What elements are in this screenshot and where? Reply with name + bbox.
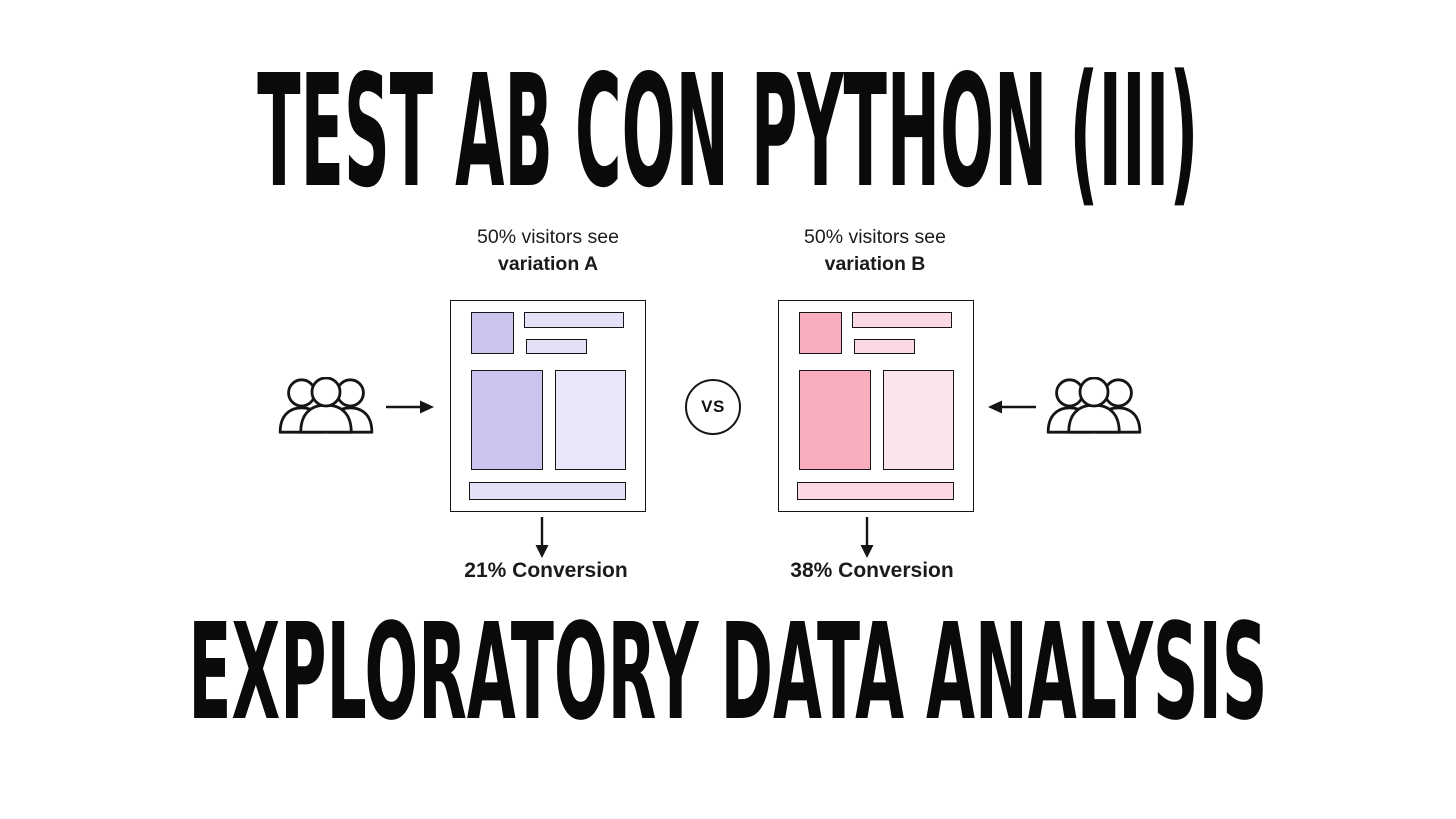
top-title-band: TEST AB CON PYTHON (III): [0, 54, 1456, 209]
arrow-right-icon: [386, 400, 434, 414]
variant-b-caption-line2: variation B: [824, 253, 926, 275]
variant-b-caption-line1: 50% visitors see: [804, 226, 946, 248]
mockup-a-logo-tile: [471, 312, 514, 354]
variant-a-caption-line1: 50% visitors see: [477, 226, 619, 248]
bottom-title: EXPLORATORY DATA ANALYSIS: [188, 596, 1268, 750]
people-group-icon: [1046, 377, 1142, 434]
mockup-a-header-bar: [524, 312, 624, 328]
people-group-icon: [278, 377, 374, 434]
arrow-down-icon: [535, 517, 549, 558]
mockup-b-footer-bar: [797, 482, 954, 500]
mockup-a-hero-tile: [471, 370, 543, 470]
mockup-b-content-tile: [883, 370, 954, 470]
mockup-b-hero-tile: [799, 370, 871, 470]
variant-b-caption: 50% visitors see variation B: [775, 224, 975, 278]
mockup-a-subheader-bar: [526, 339, 587, 354]
variant-a-mockup: [450, 300, 646, 512]
mockup-b-header-bar: [852, 312, 952, 328]
variant-a-caption: 50% visitors see variation A: [448, 224, 648, 278]
arrow-down-icon: [860, 517, 874, 558]
variant-b-conversion-label: 38% Conversion: [790, 559, 954, 582]
variant-a-caption-line2: variation A: [497, 253, 599, 275]
variant-a-conversion-label: 21% Conversion: [464, 559, 628, 582]
bottom-title-band: EXPLORATORY DATA ANALYSIS: [0, 607, 1456, 740]
top-title: TEST AB CON PYTHON (III): [257, 41, 1199, 222]
variant-b-mockup: [778, 300, 974, 512]
mockup-a-footer-bar: [469, 482, 626, 500]
mockup-a-content-tile: [555, 370, 626, 470]
mockup-b-logo-tile: [799, 312, 842, 354]
mockup-b-subheader-bar: [854, 339, 915, 354]
arrow-left-icon: [988, 400, 1036, 414]
vs-badge: VS: [685, 379, 741, 435]
